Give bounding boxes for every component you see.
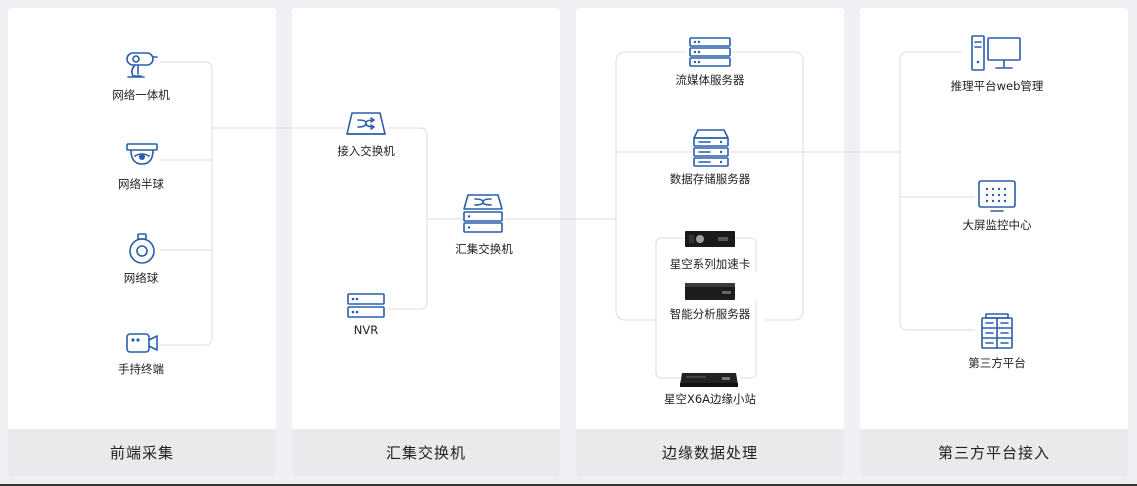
node-label-accelerator-card: 星空系列加速卡 [669,257,751,271]
panel-front-capture: 前端采集 [8,8,276,476]
panel-footer: 第三方平台接入 [860,429,1128,476]
panel-footer: 汇集交换机 [292,429,560,476]
node-label-dome-camera: 网络半球 [118,177,164,191]
edge-station-icon [680,373,738,387]
node-label-access-switch: 接入交换机 [337,144,395,158]
node-label-storage-server: 数据存储服务器 [669,172,751,186]
bottom-border [0,484,1137,486]
ptz-camera-icon [129,233,155,264]
node-label-handheld-terminal: 手持终端 [118,362,164,376]
node-label-ptz-camera: 网络球 [123,271,159,285]
storage-server-icon [693,129,729,167]
aggregation-switch-icon [463,194,503,233]
third-party-server-icon [981,313,1013,349]
handheld-camera-icon [126,333,158,353]
bullet-camera-icon [126,52,158,78]
panel-aggregation-switch: 汇集交换机 [292,8,560,476]
accelerator-card-icon [685,231,735,247]
panel-third-party: 第三方平台接入 [860,8,1128,476]
video-wall-icon [978,180,1016,212]
node-label-aggregation-switch: 汇集交换机 [455,242,513,256]
node-label-streaming-server: 流媒体服务器 [675,73,745,87]
node-label-inference-platform: 推理平台web管理 [950,79,1044,93]
workstation-icon [971,35,1021,71]
node-label-nvr: NVR [353,323,379,337]
nvr-icon [347,293,385,318]
server-rack-icon [689,37,731,67]
node-label-third-party-platform: 第三方平台 [968,356,1026,370]
dome-camera-icon [126,143,158,165]
node-label-integrated-camera: 网络一体机 [112,88,170,102]
panel-footer: 前端采集 [8,429,276,476]
panel-footer: 边缘数据处理 [576,429,844,476]
analysis-server-icon [685,283,735,300]
node-label-video-wall-center: 大屏监控中心 [962,218,1032,232]
switch-icon [346,112,386,135]
node-label-analysis-server: 智能分析服务器 [669,307,751,321]
node-label-edge-station: 星空X6A边缘小站 [663,392,757,406]
